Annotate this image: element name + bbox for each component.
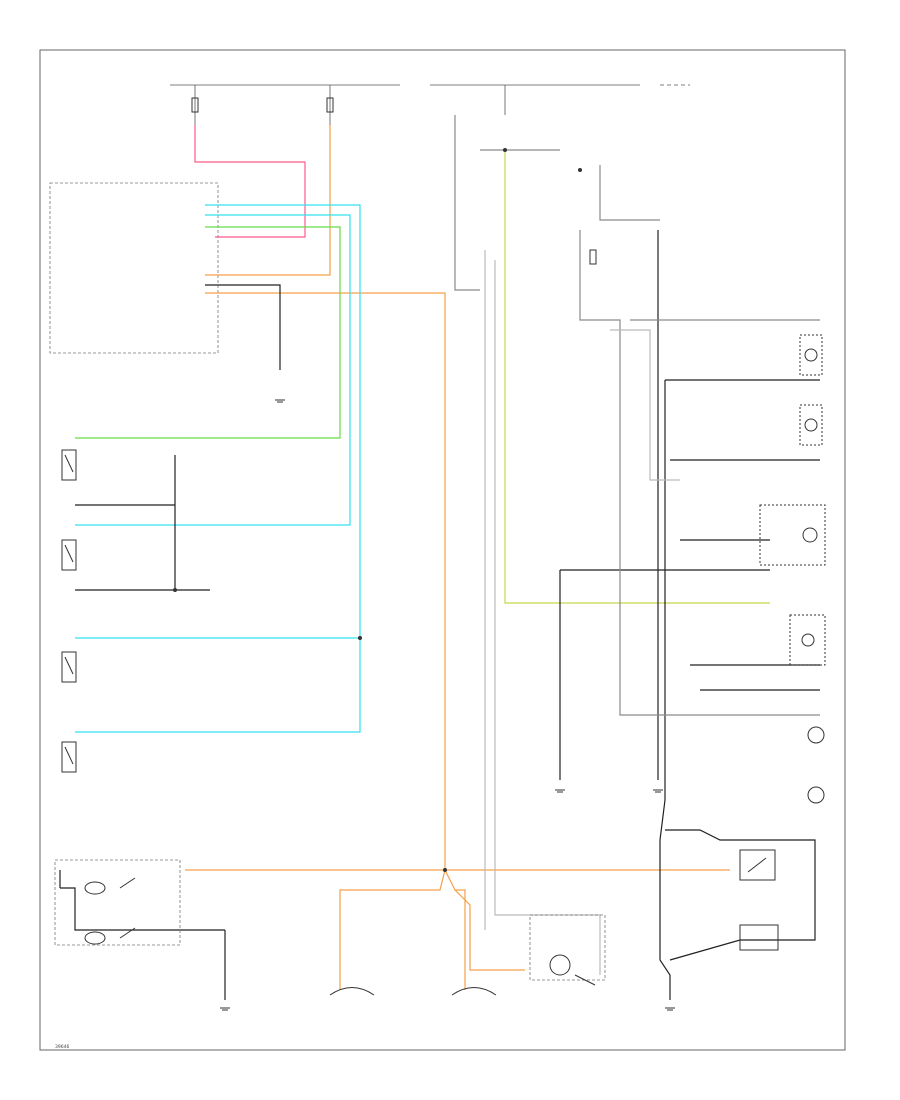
illuminated-entry-module (49, 182, 219, 354)
wire-pink (194, 125, 306, 238)
ground-symbols (220, 399, 675, 1011)
footer-code: 39646 (55, 1044, 69, 1050)
wire-gray (454, 115, 820, 716)
top-power-bus (170, 84, 690, 125)
courtesy-lamps (329, 987, 497, 996)
fuse-symbols (191, 97, 597, 265)
wire-green (75, 226, 341, 439)
wire-black (59, 230, 820, 1000)
dome-lamp (529, 914, 606, 986)
reading-lamps (54, 859, 181, 946)
right-side-components (739, 334, 826, 951)
junction-dots (173, 148, 582, 872)
wire-yellowgreen (504, 150, 770, 604)
wire-cyan (75, 204, 361, 733)
door-jamb-switches (61, 449, 77, 773)
wire-lightgray (484, 250, 680, 975)
diagram-frame (39, 49, 846, 1051)
wire-orange (185, 125, 730, 990)
